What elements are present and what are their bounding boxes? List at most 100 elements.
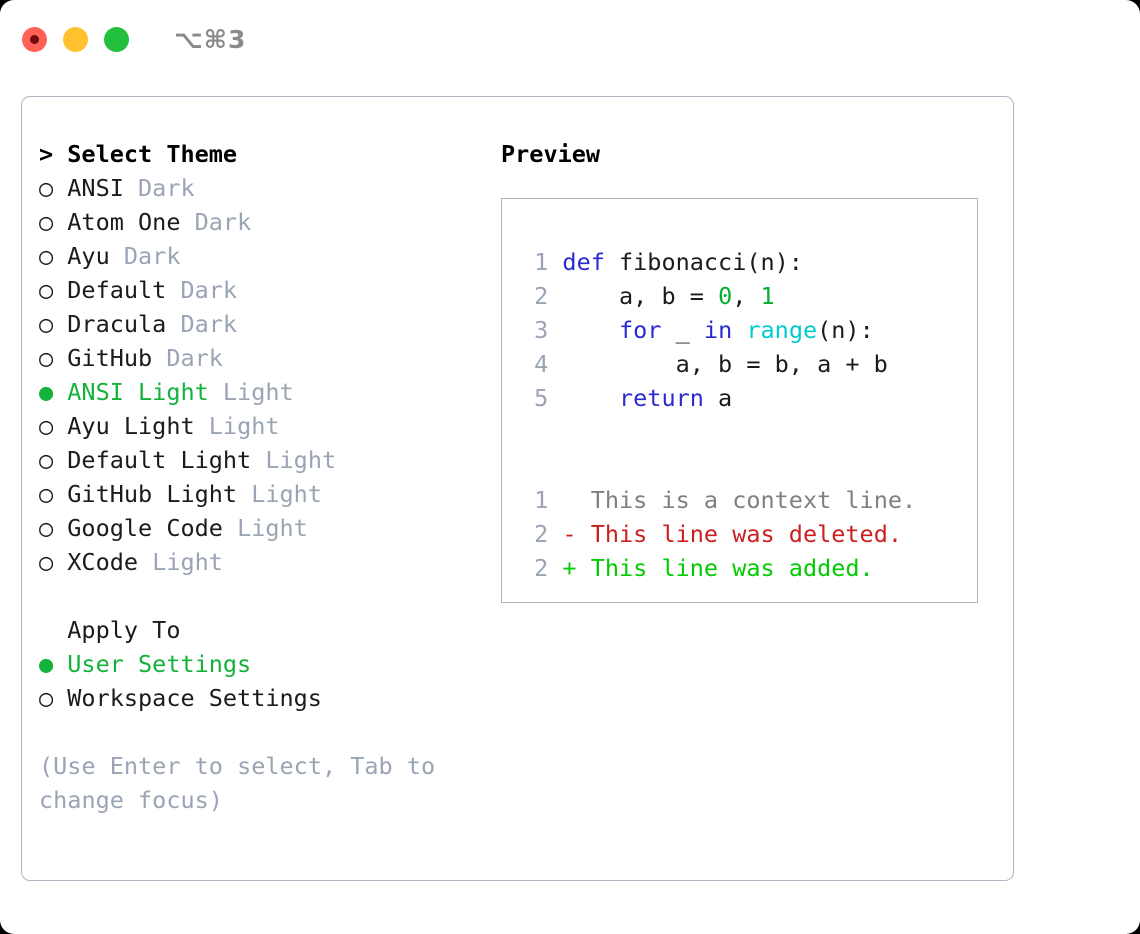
theme-kind: Light [222, 378, 294, 406]
code-token: def [562, 248, 620, 276]
code-token: , [732, 282, 761, 310]
theme-name: ANSI [67, 174, 124, 202]
theme-option-github-dark[interactable]: ○ GitHub Dark [39, 341, 499, 375]
theme-kind: Dark [138, 174, 195, 202]
theme-kind: Dark [180, 276, 238, 304]
theme-name: GitHub [67, 344, 153, 372]
diff-sign: + [562, 554, 577, 582]
theme-option-ayu-dark[interactable]: ○Ayu Dark [39, 239, 499, 273]
theme-option-default-light[interactable]: ○Default Light Light [39, 443, 499, 477]
code-token: (n): [817, 316, 874, 344]
line-number: 3 [534, 316, 549, 344]
theme-option-default-dark[interactable]: ○ Default Dark [39, 273, 499, 307]
radio-selected-icon: ● [39, 378, 54, 406]
code-token: a, b = b, a + b [562, 350, 888, 378]
radio-unselected-icon: ○ [39, 276, 54, 304]
apply-to-prompt-spacer [39, 613, 67, 647]
radio-unselected-icon: ○ [39, 446, 54, 474]
radio-unselected-icon: ○ [39, 548, 54, 576]
code-line: 5 return a [520, 381, 977, 415]
code-token: a, b = [562, 282, 719, 310]
code-token: 1 [760, 282, 775, 310]
preview-spacer [520, 415, 977, 449]
preview-spacer [520, 449, 977, 483]
line-number: 1 [534, 486, 549, 514]
keyboard-shortcut-label: ⌥⌘3 [174, 24, 247, 54]
focus-prompt-icon: > [39, 140, 54, 168]
theme-option-github-light[interactable]: ○ GitHub Light Light [39, 477, 499, 511]
line-number: 2 [534, 520, 549, 548]
theme-kind: Dark [180, 310, 238, 338]
radio-unselected-icon: ○ [39, 684, 54, 712]
theme-option-ansi-light[interactable]: ●ANSI Light Light [39, 375, 499, 409]
code-token: a [703, 384, 733, 412]
diff-sign [562, 486, 576, 514]
radio-selected-icon: ● [39, 650, 54, 678]
theme-kind: Dark [194, 208, 252, 236]
preview-box: 1 def fibonacci(n): 2 a, b = 0, 1 3 for _… [501, 198, 978, 603]
theme-kind: Light [251, 480, 322, 508]
radio-unselected-icon: ○ [39, 480, 54, 508]
close-button[interactable] [22, 26, 47, 52]
maximize-button[interactable] [104, 26, 129, 52]
theme-name: XCode [67, 548, 139, 576]
theme-option-xcode[interactable]: ○XCode Light [39, 545, 499, 579]
apply-option-label: Workspace Settings [67, 684, 322, 712]
apply-to-heading: Apply To [39, 613, 499, 647]
diff-sign: - [562, 520, 577, 548]
theme-kind: Light [265, 446, 337, 474]
theme-option-ansi-dark[interactable]: ○ ANSI Dark [39, 171, 499, 205]
radio-unselected-icon: ○ [39, 174, 54, 202]
section-spacer [39, 579, 499, 613]
line-number: 2 [534, 554, 549, 582]
preview-column: Preview 1 def fibonacci(n): 2 a, b = 0, 1… [501, 137, 1001, 603]
theme-name: GitHub Light [67, 480, 238, 508]
code-token: return [619, 384, 704, 412]
line-number: 1 [534, 248, 549, 276]
theme-name: Ayu [67, 242, 110, 270]
code-line: 2 a, b = 0, 1 [520, 279, 977, 313]
recording-indicator-icon [30, 34, 39, 44]
radio-unselected-icon: ○ [39, 242, 54, 270]
code-token [562, 316, 619, 344]
minimize-button[interactable] [63, 26, 88, 52]
apply-option-workspace-settings[interactable]: ○ Workspace Settings [39, 681, 499, 715]
theme-kind: Light [208, 412, 280, 440]
code-token: _ [661, 316, 704, 344]
theme-name: Google Code [67, 514, 223, 542]
code-line: 1 def fibonacci(n): [520, 245, 977, 279]
theme-kind: Dark [166, 344, 223, 372]
radio-unselected-icon: ○ [39, 412, 54, 440]
theme-option-dracula-dark[interactable]: ○ Dracula Dark [39, 307, 499, 341]
apply-option-user-settings[interactable]: ● User Settings [39, 647, 499, 681]
code-line: 3 for _ in range(n): [520, 313, 977, 347]
theme-option-atom-one-dark[interactable]: ○Atom One Dark [39, 205, 499, 239]
code-token: range [746, 316, 818, 344]
radio-unselected-icon: ○ [39, 344, 54, 372]
diff-text: This line was deleted. [590, 520, 902, 548]
title-bar: ⌥⌘3 [0, 0, 1140, 78]
preview-heading: Preview [501, 140, 601, 168]
window-controls [22, 26, 129, 52]
radio-unselected-icon: ○ [39, 208, 54, 236]
diff-line-added: 2 + This line was added. [520, 551, 977, 585]
diff-line-context: 1 This is a context line. [520, 483, 977, 517]
diff-text: This line was added. [590, 554, 874, 582]
hint-spacer [39, 715, 499, 749]
theme-option-ayu-light[interactable]: ○Ayu Light Light [39, 409, 499, 443]
apply-option-label: User Settings [67, 650, 252, 678]
code-token: 0 [718, 282, 733, 310]
radio-unselected-icon: ○ [39, 514, 54, 542]
line-number: 5 [534, 384, 549, 412]
keyboard-hint-text: (Use Enter to select, Tab to change focu… [39, 752, 436, 814]
code-token [732, 316, 746, 344]
theme-name: Dracula [67, 310, 167, 338]
code-token: fibonacci(n): [619, 248, 803, 276]
theme-name: Default [67, 276, 167, 304]
radio-unselected-icon: ○ [39, 310, 54, 338]
line-number: 4 [534, 350, 549, 378]
theme-option-google-code[interactable]: ○Google Code Light [39, 511, 499, 545]
diff-line-deleted: 2- This line was deleted. [520, 517, 977, 551]
theme-selector-column: >Select Theme ○ANSI Dark ○Atom One Dark … [39, 137, 499, 817]
